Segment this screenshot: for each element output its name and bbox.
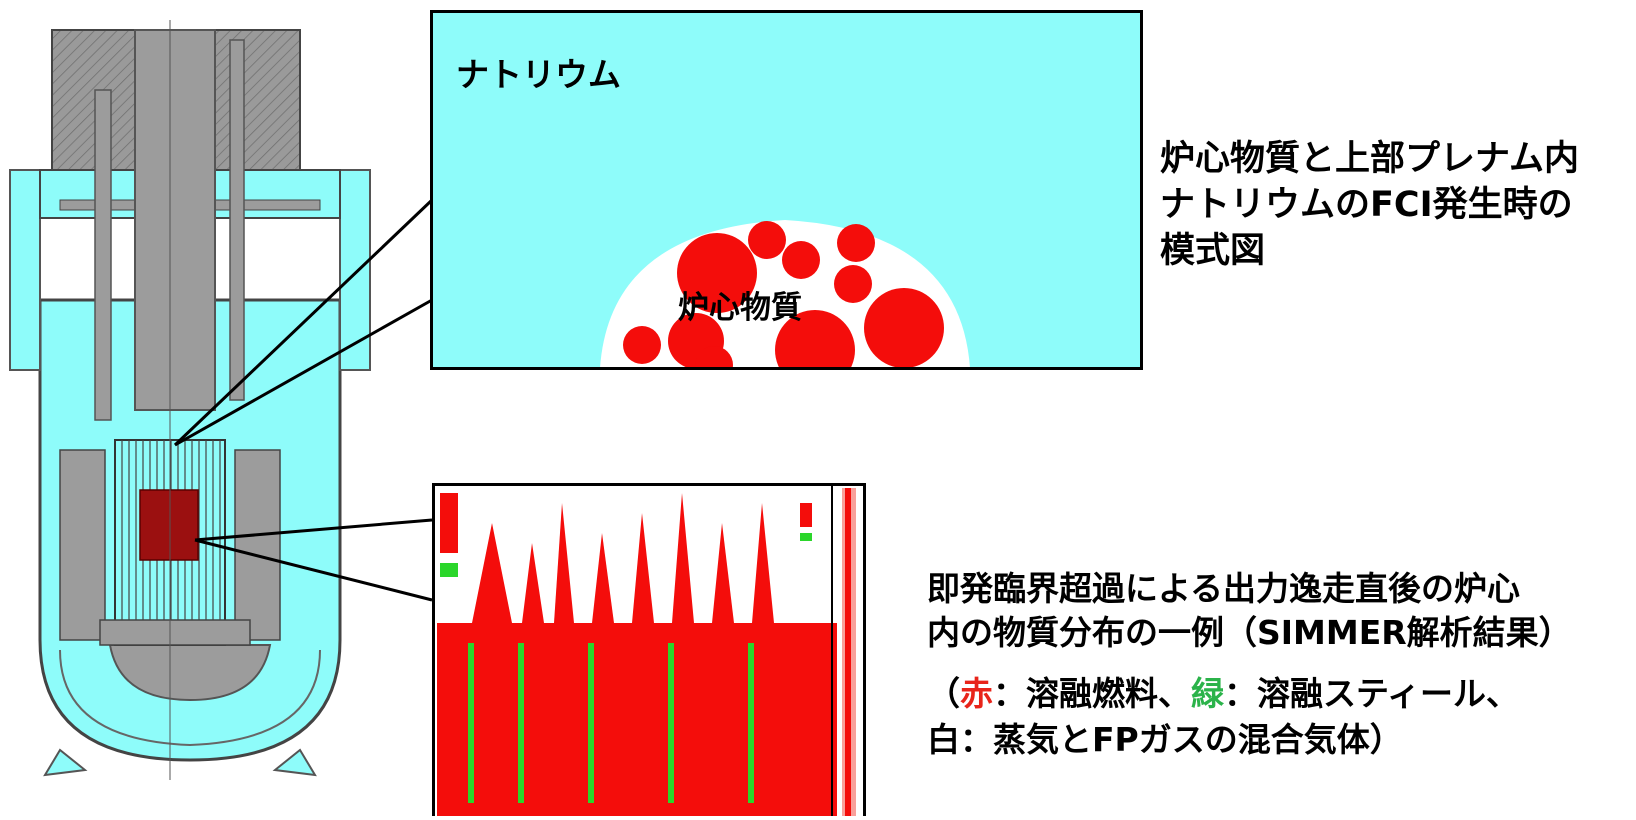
legend-line-2: 白：蒸気とFPガスの混合気体） — [927, 720, 1403, 759]
fci-schematic-box: ナトリウム 炉心物質 — [430, 10, 1143, 390]
fci-caption-line: ナトリウムのFCI発生時の — [1160, 185, 1573, 225]
melt-droplet — [864, 288, 944, 368]
legend-open-paren: （ — [927, 674, 960, 713]
melt-droplet — [748, 221, 786, 259]
legend-green-word: 緑 — [1191, 674, 1224, 713]
simmer-result-image — [432, 483, 866, 820]
melt-droplet — [837, 224, 875, 262]
color-legend: （赤：溶融燃料、緑：溶融スティール、 白：蒸気とFPガスの混合気体） — [927, 671, 1519, 763]
melt-droplet — [623, 326, 661, 364]
fci-caption: 炉心物質と上部プレナム内 ナトリウムのFCI発生時の 模式図 — [1160, 136, 1579, 274]
melt-droplet — [782, 241, 820, 279]
sodium-label: ナトリウム — [456, 55, 621, 94]
simmer-caption-line: 内の物質分布の一例（SIMMER解析結果） — [927, 613, 1572, 652]
reactor-vessel-diagram — [9, 20, 371, 780]
upper-internal-structure — [134, 29, 216, 411]
core-fuel-zone — [139, 489, 199, 561]
legend-red-desc: ：溶融燃料、 — [993, 674, 1191, 713]
fci-caption-line: 炉心物質と上部プレナム内 — [1160, 139, 1579, 179]
simmer-result-box — [432, 483, 866, 820]
fci-schematic — [430, 10, 1143, 390]
simmer-caption: 即発臨界超過による出力逸走直後の炉心 内の物質分布の一例（SIMMER解析結果） — [927, 567, 1572, 655]
melt-droplet — [677, 233, 757, 313]
legend-line-1: （赤：溶融燃料、緑：溶融スティール、 — [927, 671, 1519, 717]
fci-caption-line: 模式図 — [1160, 231, 1266, 271]
core-material-label: 炉心物質 — [678, 290, 802, 326]
legend-red-word: 赤 — [960, 674, 993, 713]
simmer-caption-line: 即発臨界超過による出力逸走直後の炉心 — [927, 569, 1521, 608]
melt-droplet — [834, 265, 872, 303]
legend-green-desc: ：溶融スティール、 — [1224, 674, 1520, 713]
